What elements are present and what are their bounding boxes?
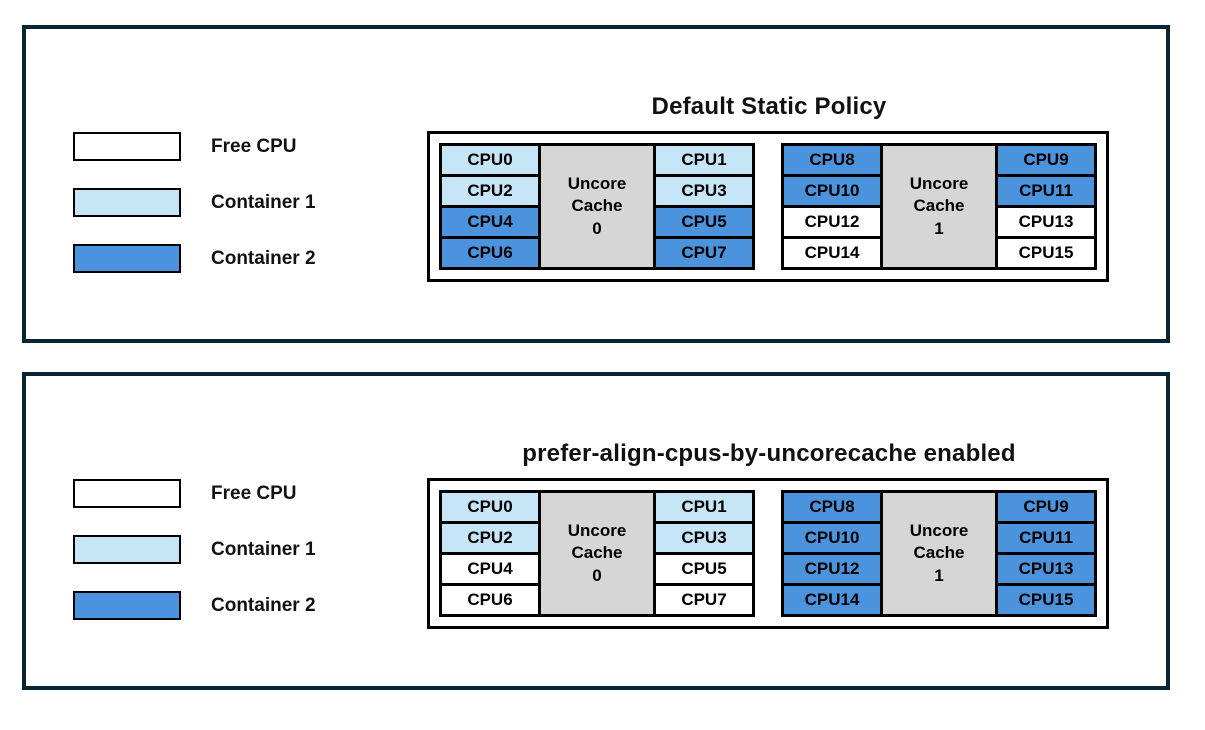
legend-item-container-2: Container 2	[73, 591, 316, 620]
panel-default-static-policy: Default Static Policy Free CPU Container…	[22, 25, 1170, 343]
cpu-cell: CPU15	[998, 586, 1094, 614]
cpu-cell: CPU7	[656, 586, 752, 614]
legend-item-container-1: Container 1	[73, 188, 316, 217]
legend-item-container-1: Container 1	[73, 535, 316, 564]
cpu-cell: CPU0	[442, 493, 538, 521]
cpu-cell: CPU1	[656, 146, 752, 174]
cpu-cell: CPU12	[784, 208, 880, 236]
legend-label: Container 1	[211, 191, 316, 213]
cpu-cell: CPU10	[784, 177, 880, 205]
uncore-cache-block: Uncore Cache 1	[883, 146, 995, 267]
cpu-cell: CPU8	[784, 146, 880, 174]
cpu-cell: CPU10	[784, 524, 880, 552]
free-cpu-swatch	[73, 479, 181, 508]
free-cpu-swatch	[73, 132, 181, 161]
cpu-cell: CPU1	[656, 493, 752, 521]
cpu-cell: CPU0	[442, 146, 538, 174]
cpu-cell: CPU2	[442, 524, 538, 552]
cpu-socket-diagram: CPU0 CPU2 CPU4 CPU6 Uncore Cache 0 CPU1 …	[427, 478, 1109, 629]
container-2-swatch	[73, 591, 181, 620]
legend: Free CPU Container 1 Container 2	[73, 479, 316, 620]
uncore-cache-0-group: CPU0 CPU2 CPU4 CPU6 Uncore Cache 0 CPU1 …	[439, 143, 755, 270]
cpu-cell: CPU3	[656, 524, 752, 552]
cpu-cell: CPU13	[998, 555, 1094, 583]
legend: Free CPU Container 1 Container 2	[73, 132, 316, 273]
legend-item-free-cpu: Free CPU	[73, 479, 316, 508]
cpu-cell: CPU9	[998, 146, 1094, 174]
uncore-cache-0-group: CPU0 CPU2 CPU4 CPU6 Uncore Cache 0 CPU1 …	[439, 490, 755, 617]
cpu-cell: CPU7	[656, 239, 752, 267]
container-1-swatch	[73, 535, 181, 564]
panel-prefer-align-uncorecache-enabled: prefer-align-cpus-by-uncorecache enabled…	[22, 372, 1170, 690]
cpu-cell: CPU2	[442, 177, 538, 205]
container-2-swatch	[73, 244, 181, 273]
legend-label: Free CPU	[211, 135, 297, 157]
cpu-cell: CPU9	[998, 493, 1094, 521]
uncore-cache-block: Uncore Cache 1	[883, 493, 995, 614]
cpu-cell: CPU12	[784, 555, 880, 583]
legend-item-free-cpu: Free CPU	[73, 132, 316, 161]
uncore-cache-1-group: CPU8 CPU10 CPU12 CPU14 Uncore Cache 1 CP…	[781, 490, 1097, 617]
cpu-cell: CPU5	[656, 208, 752, 236]
cpu-cell: CPU15	[998, 239, 1094, 267]
panel-title: Default Static Policy	[651, 92, 887, 120]
container-1-swatch	[73, 188, 181, 217]
cpu-cell: CPU4	[442, 208, 538, 236]
cpu-socket-diagram: CPU0 CPU2 CPU4 CPU6 Uncore Cache 0 CPU1 …	[427, 131, 1109, 282]
cpu-cell: CPU8	[784, 493, 880, 521]
uncore-cache-block: Uncore Cache 0	[541, 146, 653, 267]
cpu-cell: CPU4	[442, 555, 538, 583]
cpu-cell: CPU3	[656, 177, 752, 205]
cpu-cell: CPU14	[784, 586, 880, 614]
legend-label: Free CPU	[211, 482, 297, 504]
cpu-cell: CPU13	[998, 208, 1094, 236]
panel-title: prefer-align-cpus-by-uncorecache enabled	[522, 439, 1016, 467]
cpu-cell: CPU6	[442, 239, 538, 267]
cpu-cell: CPU6	[442, 586, 538, 614]
uncore-cache-block: Uncore Cache 0	[541, 493, 653, 614]
legend-label: Container 1	[211, 538, 316, 560]
legend-label: Container 2	[211, 247, 316, 269]
uncore-cache-1-group: CPU8 CPU10 CPU12 CPU14 Uncore Cache 1 CP…	[781, 143, 1097, 270]
cpu-cell: CPU5	[656, 555, 752, 583]
legend-item-container-2: Container 2	[73, 244, 316, 273]
cpu-cell: CPU11	[998, 177, 1094, 205]
legend-label: Container 2	[211, 594, 316, 616]
cpu-cell: CPU14	[784, 239, 880, 267]
cpu-cell: CPU11	[998, 524, 1094, 552]
